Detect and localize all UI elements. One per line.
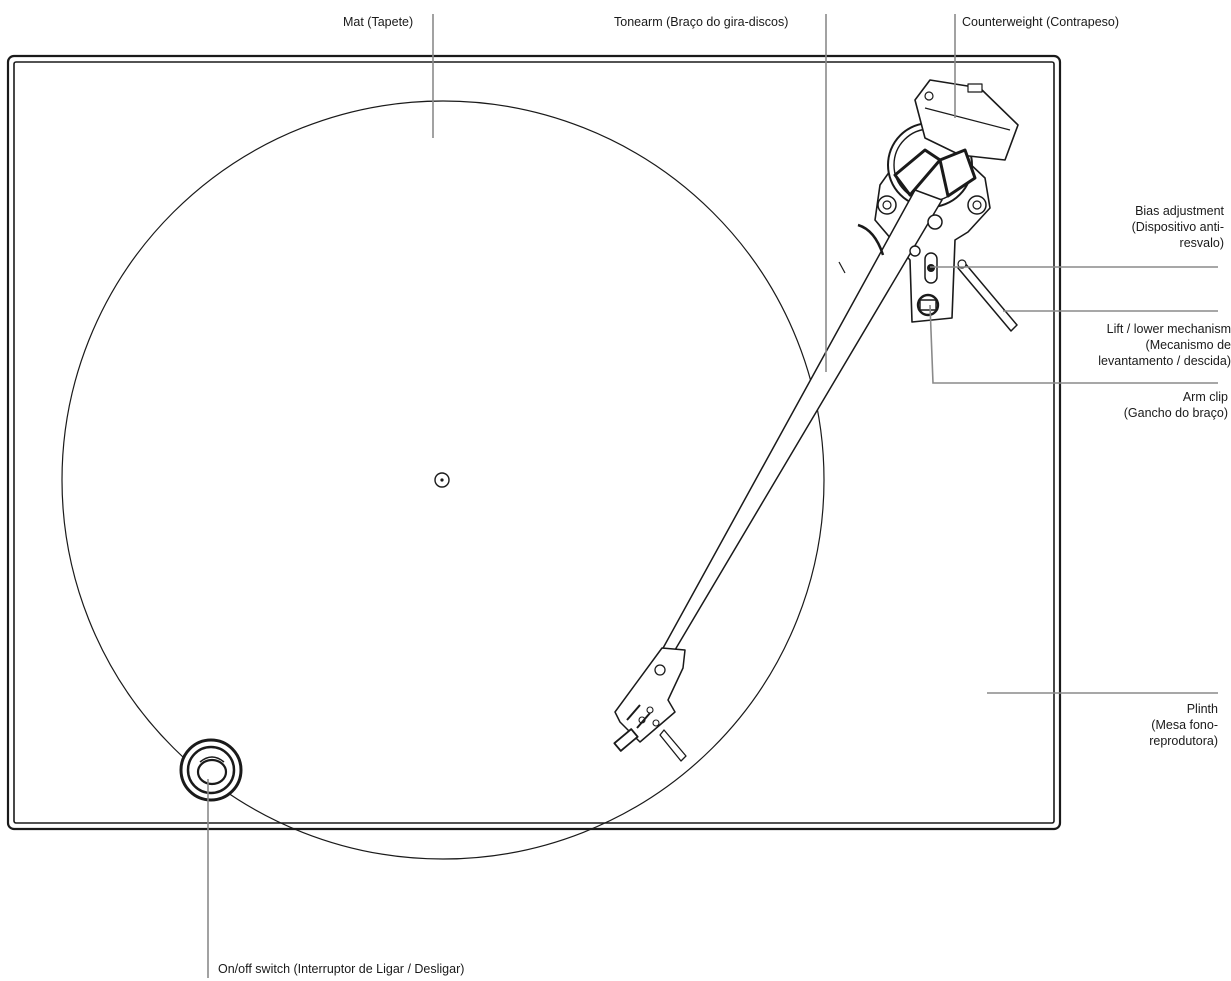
label-on-off-switch: On/off switch (Interruptor de Ligar / De…	[218, 961, 465, 977]
label-tonearm: Tonearm (Braço do gira-discos)	[614, 14, 789, 30]
tonearm-assembly	[613, 79, 1019, 762]
label-counterweight: Counterweight (Contrapeso)	[962, 14, 1120, 30]
tonearm-tube[interactable]	[661, 189, 943, 656]
on-off-switch[interactable]	[179, 738, 243, 802]
mat	[61, 100, 825, 860]
plinth	[6, 54, 1062, 831]
leader-lines	[207, 14, 1218, 978]
label-plinth: Plinth(Mesa fono-reprodutora)	[1149, 701, 1218, 749]
finger-lift[interactable]	[659, 729, 687, 762]
spindle	[434, 472, 450, 488]
label-arm-clip: Arm clip(Gancho do braço)	[1123, 389, 1228, 421]
label-bias-adjustment: Bias adjustment(Dispositivo anti-resvalo…	[1131, 203, 1224, 251]
counterweight[interactable]	[914, 79, 1019, 161]
lift-lever[interactable]	[957, 261, 1018, 332]
label-mat: Mat (Tapete)	[343, 14, 414, 30]
headshell	[614, 647, 686, 743]
